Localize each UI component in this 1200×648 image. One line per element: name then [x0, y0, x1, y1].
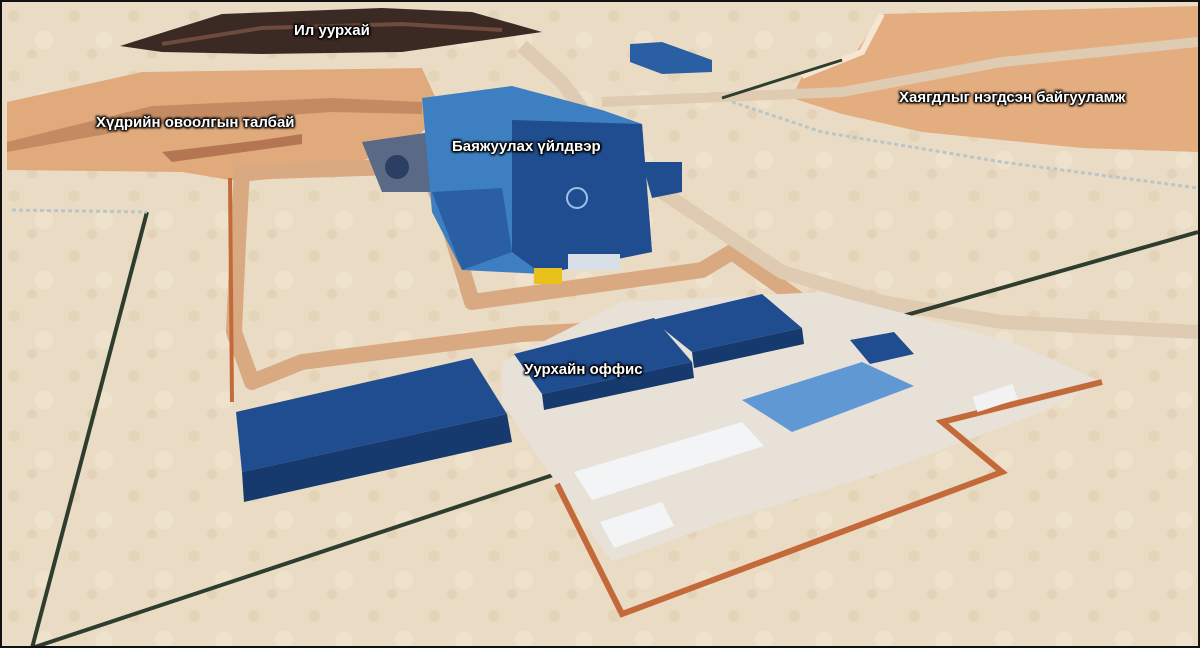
open-pit-benches	[161, 21, 503, 46]
crusher-drum	[385, 155, 409, 179]
warehouse	[236, 358, 512, 502]
label-tailings: Хаягдлыг нэгдсэн байгууламж	[899, 89, 1126, 106]
fence-west	[30, 211, 149, 646]
waste-dump-dark-band	[7, 98, 422, 152]
tailings-area	[792, 6, 1198, 152]
label-mine-office: Уурхайн оффис	[524, 361, 643, 378]
bus	[972, 383, 1018, 413]
parking-bays-south	[600, 502, 674, 548]
label-processing-plant: Баяжуулах үйлдвэр	[452, 138, 601, 155]
label-open-pit: Ил уурхай	[294, 22, 370, 39]
parking-canopy	[742, 332, 914, 432]
waste-dump-area	[7, 68, 442, 182]
road-to-pit	[517, 40, 1198, 339]
ring-road-edge	[228, 177, 234, 403]
open-pit	[120, 8, 542, 54]
processing-plant	[422, 86, 682, 284]
tailings-berm	[800, 12, 885, 79]
waste-dump-dark-band-2	[162, 134, 302, 162]
fence-east	[721, 58, 843, 100]
pit-workshop	[630, 42, 712, 74]
compound-wall	[554, 379, 1103, 618]
fence-north	[11, 208, 148, 214]
parking-bays	[574, 422, 764, 500]
label-waste-dump: Хүдрийн овоолгын талбай	[96, 114, 295, 131]
mine-office-building	[514, 294, 804, 410]
